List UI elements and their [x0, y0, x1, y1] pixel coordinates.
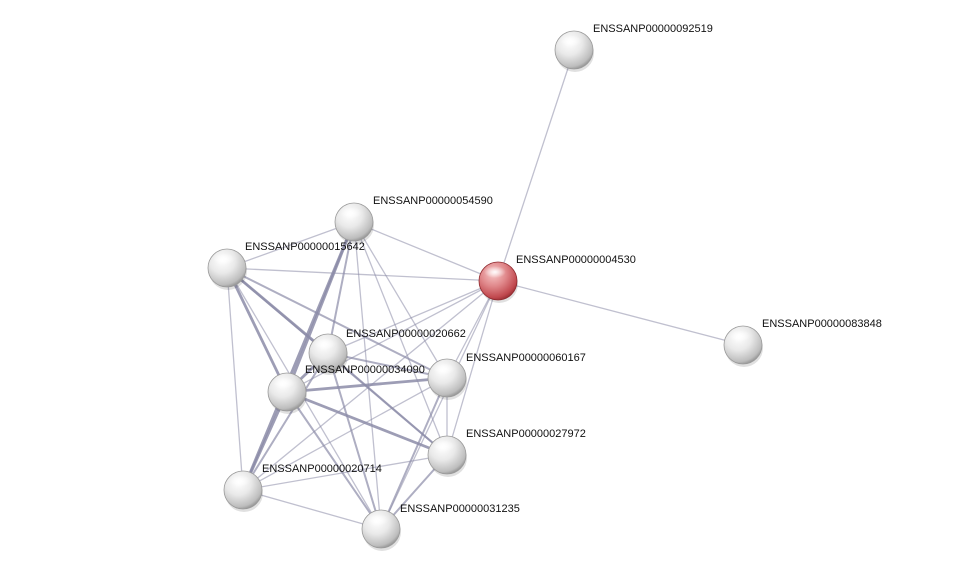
- edge-15642-60167[interactable]: [226, 267, 448, 379]
- node-highlight: [340, 207, 362, 219]
- node-label: ENSSANP00000020662: [346, 328, 466, 340]
- node-label: ENSSANP00000004530: [516, 254, 636, 266]
- edge-54590-20714[interactable]: [241, 220, 356, 492]
- edge-54590-31235[interactable]: [353, 221, 382, 530]
- node-label: ENSSANP00000027972: [466, 428, 586, 440]
- edge-04530-15642[interactable]: [226, 267, 499, 282]
- node-highlight: [729, 330, 751, 342]
- edge-20714-31235[interactable]: [242, 489, 382, 530]
- edge-04530-31235[interactable]: [380, 280, 499, 530]
- edge-54590-27972[interactable]: [353, 221, 448, 456]
- edge-04530-34090[interactable]: [286, 280, 499, 393]
- node-label: ENSSANP00000092519: [593, 23, 713, 35]
- edge-60167-20714[interactable]: [242, 377, 448, 491]
- edge-34090-27972[interactable]: [285, 390, 449, 457]
- edge-04530-20662[interactable]: [327, 280, 499, 354]
- edge-04530-27972[interactable]: [446, 280, 499, 456]
- node-ENSSANP00000020714[interactable]: ENSSANP00000020714: [223, 463, 382, 512]
- node-label: ENSSANP00000083848: [762, 318, 882, 330]
- node-highlight: [367, 514, 389, 526]
- node-highlight: [433, 363, 455, 375]
- edges-layer: [225, 49, 744, 530]
- edge-20662-31235[interactable]: [327, 352, 382, 530]
- edge-54590-60167[interactable]: [353, 221, 448, 379]
- node-label: ENSSANP00000020714: [262, 463, 382, 475]
- edge-60167-31235[interactable]: [380, 377, 448, 530]
- node-ENSSANP00000060167[interactable]: ENSSANP00000060167: [427, 352, 586, 400]
- edge-04530-92519[interactable]: [497, 49, 575, 282]
- edge-20662-20714[interactable]: [242, 352, 329, 491]
- node-ENSSANP00000020662[interactable]: ENSSANP00000020662: [308, 328, 466, 375]
- node-label: ENSSANP00000034090: [305, 364, 425, 376]
- edge-04530-83848[interactable]: [497, 280, 744, 346]
- edge-20662-27972[interactable]: [327, 352, 448, 456]
- node-highlight: [433, 440, 455, 452]
- edge-54590-20662[interactable]: [327, 221, 355, 354]
- edge-54590-15642[interactable]: [226, 221, 355, 269]
- edge-20662-60167[interactable]: [327, 352, 448, 379]
- node-highlight: [229, 475, 251, 487]
- node-ENSSANP00000004530[interactable]: ENSSANP00000004530: [478, 254, 636, 303]
- node-ENSSANP00000092519[interactable]: ENSSANP00000092519: [554, 23, 713, 72]
- node-highlight: [560, 35, 582, 47]
- node-label: ENSSANP00000031235: [400, 503, 520, 515]
- node-label: ENSSANP00000054590: [373, 195, 493, 207]
- node-highlight: [213, 253, 235, 265]
- node-highlight: [273, 377, 295, 389]
- edge-27972-20714[interactable]: [242, 454, 448, 491]
- node-ENSSANP00000083848[interactable]: ENSSANP00000083848: [723, 318, 882, 367]
- node-ENSSANP00000031235[interactable]: ENSSANP00000031235: [361, 503, 520, 551]
- node-ENSSANP00000034090[interactable]: ENSSANP00000034090: [267, 364, 425, 414]
- edge-04530-54590[interactable]: [353, 221, 499, 282]
- nodes-layer: ENSSANP00000092519ENSSANP00000054590ENSS…: [207, 23, 882, 551]
- edge-15642-34090[interactable]: [225, 266, 289, 394]
- edge-34090-31235[interactable]: [286, 391, 382, 530]
- node-highlight: [484, 266, 506, 278]
- node-highlight: [314, 338, 336, 350]
- node-ENSSANP00000015642[interactable]: ENSSANP00000015642: [207, 241, 365, 290]
- node-ENSSANP00000027972[interactable]: ENSSANP00000027972: [427, 428, 586, 477]
- node-label: ENSSANP00000060167: [466, 352, 586, 364]
- edge-34090-60167[interactable]: [285, 376, 449, 394]
- node-ENSSANP00000054590[interactable]: ENSSANP00000054590: [334, 195, 493, 244]
- edge-15642-20714[interactable]: [226, 267, 244, 491]
- node-label: ENSSANP00000015642: [245, 241, 365, 253]
